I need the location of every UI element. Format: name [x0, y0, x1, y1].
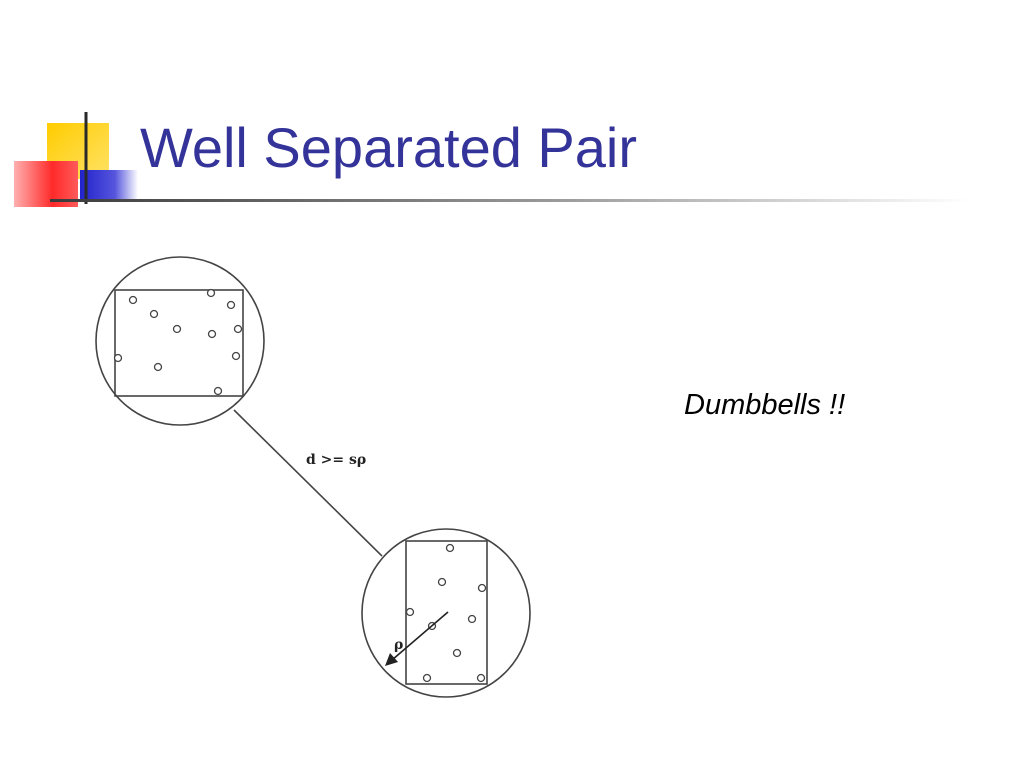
radius-arrow	[385, 611, 449, 666]
slide-title: Well Separated Pair	[140, 116, 637, 179]
point	[128, 295, 138, 305]
bottom-enclosing-circle	[361, 528, 531, 698]
point	[437, 577, 447, 587]
point	[153, 362, 163, 372]
point	[476, 673, 486, 683]
point	[149, 309, 159, 319]
point	[467, 614, 477, 624]
point	[422, 673, 432, 683]
point	[405, 607, 415, 617]
separation-line	[233, 409, 383, 557]
point	[213, 386, 223, 396]
separation-label: d >= sρ	[306, 452, 366, 468]
point	[207, 329, 217, 339]
point	[233, 324, 243, 334]
decor-blue-square	[80, 170, 138, 202]
point	[172, 324, 182, 334]
arrowhead-icon	[385, 653, 398, 666]
top-bounding-box	[114, 289, 244, 397]
radius-label: ρ	[394, 637, 403, 653]
top-point-set	[113, 288, 243, 396]
title-underline	[50, 199, 970, 202]
bottom-point-set	[405, 543, 487, 683]
slide-caption: Dumbbells !!	[684, 389, 846, 421]
point	[452, 648, 462, 658]
point	[113, 353, 123, 363]
point	[226, 300, 236, 310]
point	[206, 288, 216, 298]
point	[231, 351, 241, 361]
point	[445, 543, 455, 553]
title-decoration	[14, 112, 970, 207]
point	[477, 583, 487, 593]
top-enclosing-circle	[95, 256, 265, 426]
